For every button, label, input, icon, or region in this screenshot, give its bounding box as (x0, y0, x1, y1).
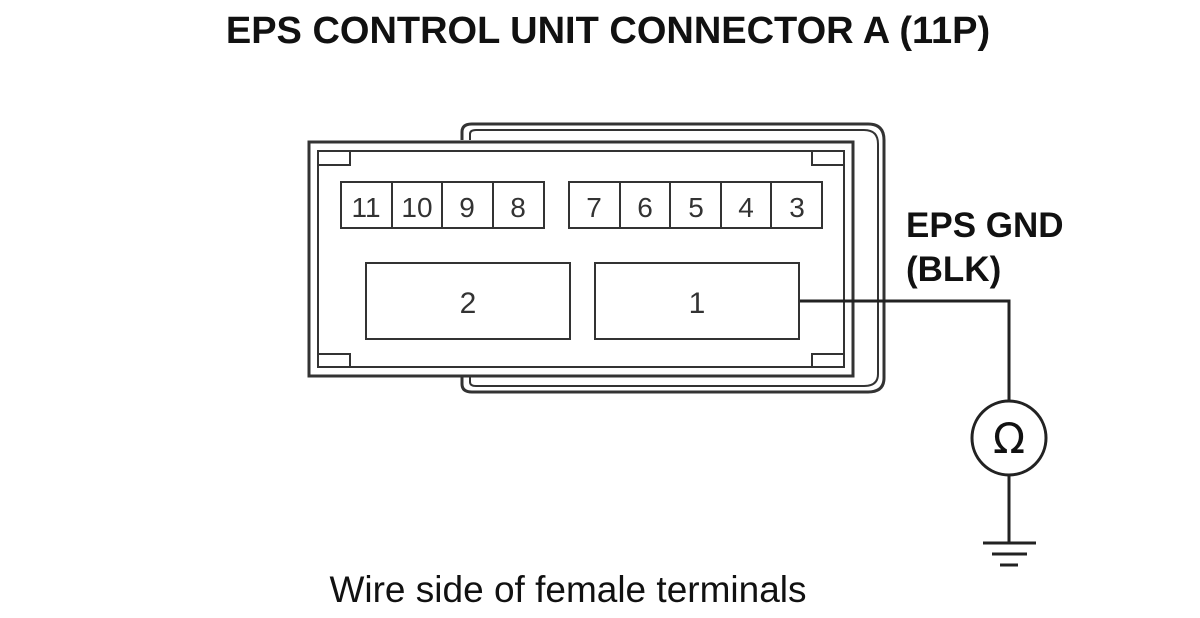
pin-6: 6 (637, 192, 653, 223)
pin-1: 1 (689, 287, 706, 320)
pin-3: 3 (789, 192, 805, 223)
connector-housing (307, 122, 886, 394)
pin-10: 10 (401, 192, 432, 223)
pin-9: 9 (459, 192, 475, 223)
pin-cavity-1 (594, 262, 800, 340)
ground-icon (983, 541, 1036, 567)
pin-5: 5 (688, 192, 704, 223)
pin-2: 2 (460, 287, 477, 320)
corner-latches (318, 151, 844, 367)
pin-block-upper-left (340, 181, 545, 229)
diagram-caption: Wire side of female terminals (329, 569, 806, 610)
pin-labels-upper-left: 11 10 9 8 (351, 192, 525, 223)
ohmmeter-icon: Ω (970, 399, 1048, 477)
pin-11: 11 (351, 192, 380, 223)
pin-labels-upper-right: 7 6 5 4 3 (586, 192, 805, 223)
pin-7: 7 (586, 192, 602, 223)
probe-wire (800, 299, 1011, 402)
wire-label-color: (BLK) (906, 250, 1001, 289)
pin-8: 8 (510, 192, 526, 223)
pin-4: 4 (738, 192, 754, 223)
wire-label-name: EPS GND (906, 206, 1064, 245)
pin-cavity-2 (365, 262, 571, 340)
pin-block-large (365, 262, 800, 340)
pin-block-upper-right (568, 181, 823, 229)
ohm-symbol: Ω (993, 414, 1025, 463)
diagram-title: EPS CONTROL UNIT CONNECTOR A (11P) (226, 10, 990, 52)
